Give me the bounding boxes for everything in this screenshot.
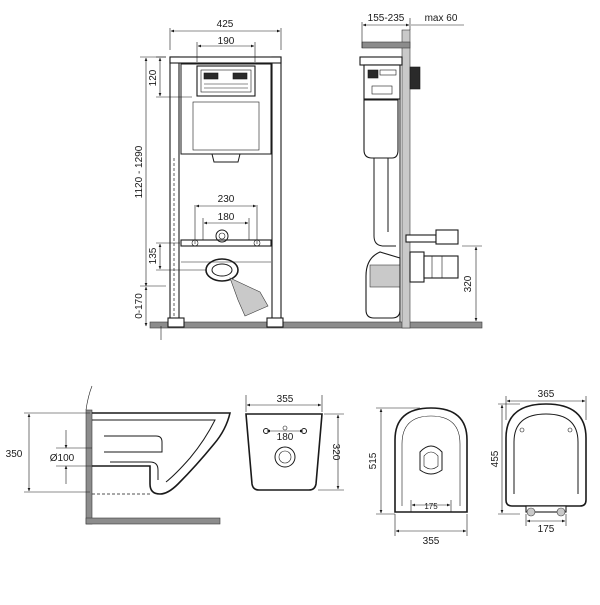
floor-line bbox=[149, 321, 483, 329]
front-view-frame bbox=[149, 56, 483, 329]
frame-right-upright bbox=[271, 56, 282, 328]
dim-frame-width: 425 bbox=[217, 19, 234, 30]
bowl-floor bbox=[85, 517, 221, 525]
dim-top-width: 355 bbox=[423, 536, 440, 547]
dim-top-length: 515 bbox=[368, 452, 379, 469]
bowl-side-section bbox=[85, 385, 232, 525]
seat-view bbox=[505, 403, 587, 517]
dim-rear-height: 320 bbox=[330, 444, 341, 461]
dim-rear-bolts: 180 bbox=[277, 432, 294, 443]
front-view-dimensions: 425 190 120 1120 - 1290 230 180 135 0 bbox=[134, 19, 282, 340]
bowl-top-view bbox=[394, 407, 468, 513]
seat-outline bbox=[505, 403, 587, 507]
dim-bolt-height: 135 bbox=[148, 247, 159, 264]
seat-hinge-bar bbox=[525, 505, 567, 513]
bowl-rear-view bbox=[245, 413, 323, 491]
side-drain-connector bbox=[423, 255, 459, 279]
side-water-inlet bbox=[435, 229, 459, 245]
dim-seat-hinge: 175 bbox=[538, 524, 555, 535]
bowl-profile bbox=[92, 412, 232, 495]
dim-pipe-diameter: Ø100 bbox=[50, 453, 75, 464]
frame-left-upright bbox=[169, 56, 180, 328]
dim-total-height: 1120 - 1290 bbox=[134, 145, 145, 198]
bowl-wall bbox=[85, 409, 93, 525]
dim-floor-offset: 0-170 bbox=[134, 293, 145, 319]
bowl-top-dimensions: 515 175 355 bbox=[368, 407, 468, 547]
dim-top-height: 120 bbox=[148, 69, 159, 86]
side-view-frame bbox=[359, 29, 459, 329]
seat-hinge-left bbox=[526, 507, 536, 517]
dim-drain-height: 320 bbox=[463, 275, 474, 292]
flush-plate-opening bbox=[196, 65, 256, 97]
side-cistern-body bbox=[363, 99, 399, 159]
dim-bowl-height: 350 bbox=[6, 449, 23, 460]
bowl-side-dimensions: 350 Ø100 bbox=[6, 412, 92, 493]
seat-dimensions: 365 455 175 bbox=[490, 389, 587, 535]
dim-top-inner: 175 bbox=[424, 502, 438, 511]
rear-drain-hole bbox=[274, 446, 296, 468]
dim-depth-range: 155-235 bbox=[368, 13, 405, 24]
bowl-top-drain bbox=[419, 445, 443, 475]
dim-max-depth: max 60 bbox=[425, 13, 458, 24]
dim-rear-width: 355 bbox=[277, 394, 294, 405]
dim-seat-length: 455 bbox=[490, 450, 501, 467]
dim-seat-width: 365 bbox=[538, 389, 555, 400]
seat-hinge-right bbox=[556, 507, 566, 517]
side-view-dimensions: 155-235 max 60 320 bbox=[361, 13, 482, 322]
bowl-top-outline bbox=[394, 407, 468, 513]
water-inlet bbox=[215, 229, 229, 243]
dim-top-width: 190 bbox=[218, 36, 235, 47]
drain-elbow bbox=[229, 277, 269, 317]
cistern-body bbox=[180, 63, 272, 155]
bowl-rear-outline bbox=[245, 413, 323, 491]
frame-top-bar bbox=[169, 56, 282, 64]
cistern-tank bbox=[192, 101, 260, 151]
bowl-rear-dimensions: 355 180 320 bbox=[245, 394, 344, 491]
dim-bolt-inner: 180 bbox=[218, 212, 235, 223]
dim-bolt-outer: 230 bbox=[218, 194, 235, 205]
wall-section bbox=[401, 29, 411, 329]
